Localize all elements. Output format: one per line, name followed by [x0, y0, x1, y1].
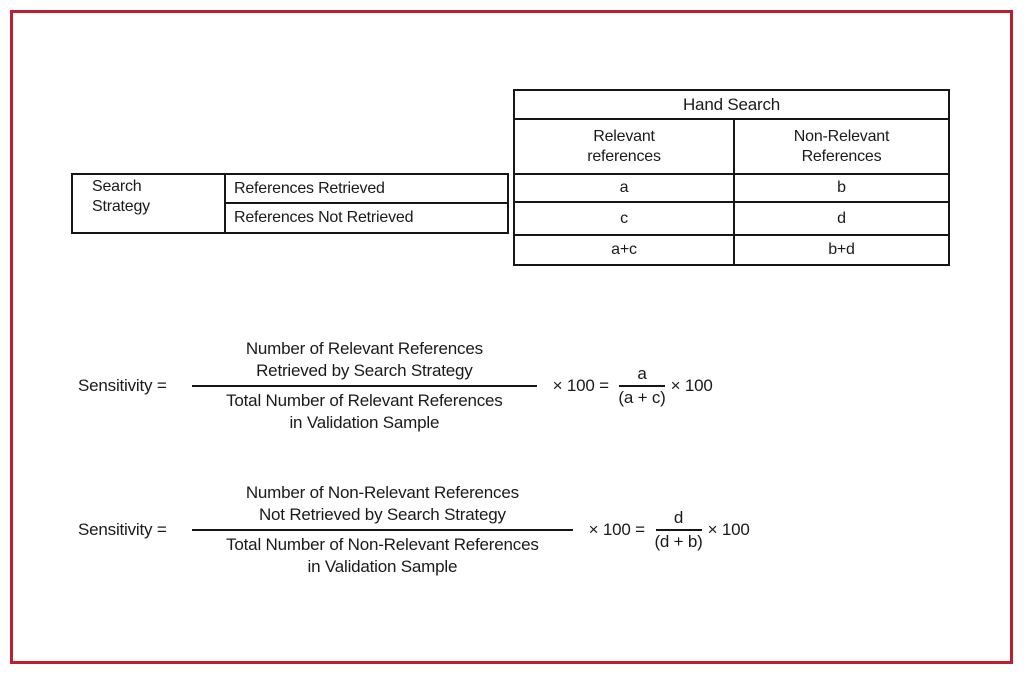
cell-total-b-plus-d: b+d [733, 234, 950, 266]
cell-a: a [513, 173, 735, 203]
cell-c: c [513, 201, 735, 236]
sensitivity-formula: Sensitivity = Number of Relevant Referen… [78, 338, 713, 434]
formula-1-numerator-line1: Number of Relevant References [245, 339, 483, 358]
formula-1-denominator-line1: Total Number of Relevant References [226, 391, 503, 410]
formula-2-times-100: × 100 [707, 520, 750, 539]
row-label-references-retrieved: References Retrieved [224, 173, 509, 204]
formula-2-small-denominator: (d + b) [654, 532, 703, 551]
row-group-line1: Search [92, 178, 142, 195]
formula-2-numerator-line2: Not Retrieved by Search Strategy [258, 505, 506, 524]
figure-border-frame [10, 10, 1013, 664]
formula-1-small-fraction-bar [619, 385, 666, 387]
contingency-table: Hand Search Relevant references Non-Rele… [513, 89, 950, 266]
formula-1-times-100-equals: × 100 = [552, 376, 614, 395]
row-label-references-not-retrieved: References Not Retrieved [224, 202, 509, 234]
formula-1-small-fraction: a (a + c) [618, 364, 665, 408]
formula-2-numerator-line1: Number of Non-Relevant References [245, 483, 519, 502]
cell-d: d [733, 201, 950, 236]
formula-2-small-fraction: d (d + b) [654, 508, 702, 552]
formula-2-fraction-bar [192, 529, 573, 531]
cell-b: b [733, 173, 950, 203]
formula-1-numerator-line2: Retrieved by Search Strategy [256, 361, 473, 380]
row-group-search-strategy: Search Strategy [71, 173, 226, 234]
col-header-relevant-references: Relevant references [513, 118, 735, 175]
col-header-non-relevant-references: Non-Relevant References [733, 118, 950, 175]
formula-2-fraction: Number of Non-Relevant References Not Re… [192, 482, 573, 578]
formula-2-denominator-line2: in Validation Sample [307, 557, 458, 576]
formula-1-small-numerator: a [637, 364, 647, 383]
formula-1-fraction-bar [192, 385, 537, 387]
specificity-formula: Sensitivity = Number of Non-Relevant Ref… [78, 482, 750, 578]
formula-2-small-numerator: d [673, 508, 684, 527]
col-header-relevant-line2: references [587, 147, 661, 165]
row-label-table: Search Strategy References Retrieved Ref… [71, 173, 509, 234]
formula-2-small-fraction-bar [655, 529, 702, 531]
col-header-non-relevant-line2: References [801, 147, 882, 165]
formula-1-times-100: × 100 [670, 376, 713, 395]
hand-search-header-cell: Hand Search [513, 89, 950, 120]
col-header-non-relevant-line1: Non-Relevant [793, 127, 890, 145]
row-group-line2: Strategy [92, 198, 150, 215]
formula-1-fraction: Number of Relevant References Retrieved … [192, 338, 537, 434]
formula-2-denominator-line1: Total Number of Non-Relevant References [226, 535, 539, 554]
formula-1-small-denominator: (a + c) [618, 388, 666, 407]
formula-2-lhs: Sensitivity = [78, 520, 172, 539]
formula-1-denominator-line2: in Validation Sample [289, 413, 440, 432]
formula-2-times-100-equals: × 100 = [588, 520, 650, 539]
formula-1-lhs: Sensitivity = [78, 376, 172, 395]
cell-total-a-plus-c: a+c [513, 234, 735, 266]
col-header-relevant-line1: Relevant [593, 127, 655, 145]
